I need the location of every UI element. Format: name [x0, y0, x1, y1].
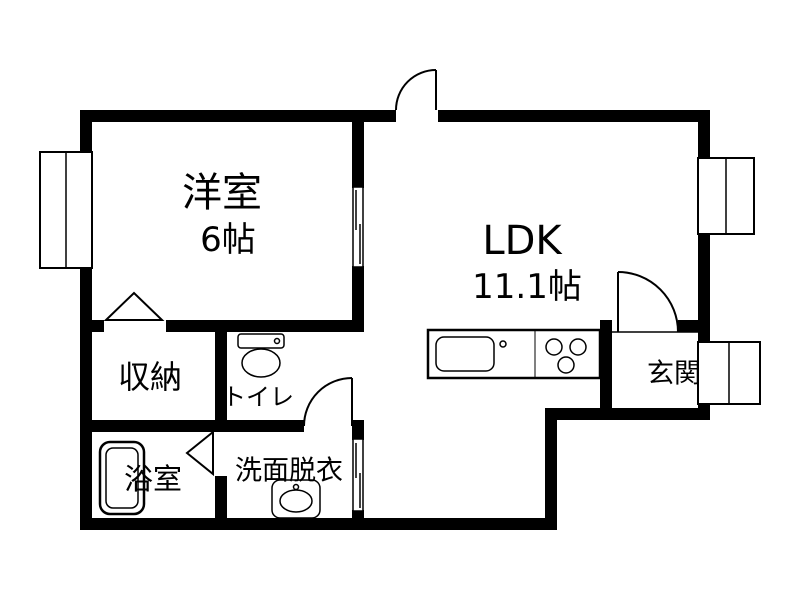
room-size-ldk: 11.1帖: [472, 267, 582, 307]
room-label-entrance: 玄関: [647, 359, 701, 390]
room-label-toilet: トイレ: [222, 383, 294, 411]
stove-burners-icon: [545, 338, 587, 374]
room-label-bathroom: 浴室: [124, 462, 182, 496]
washbasin-icon: [271, 479, 321, 519]
room-label-washroom: 洗面脱衣: [235, 456, 343, 487]
window-icon-left: [39, 151, 93, 269]
kitchen-sink-icon: [435, 336, 495, 372]
room-label-storage: 収納: [118, 358, 182, 396]
room-label-ldk: LDK: [482, 218, 563, 264]
toilet-icon: [237, 333, 285, 378]
room-labels: 洋室 6帖 LDK 11.1帖 収納 トイレ 玄関 浴室 洗面脱衣: [118, 170, 701, 496]
room-size-western: 6帖: [200, 220, 256, 260]
sliding-door-bedroom-icon: [352, 186, 364, 268]
folding-door-bath-icon: [185, 429, 214, 477]
door-arc-entrance: [617, 271, 679, 333]
walls: [80, 110, 710, 530]
sliding-door-washroom-icon: [352, 438, 364, 512]
window-icon-right-top: [697, 157, 755, 235]
door-arc-balcony: [395, 69, 437, 111]
window-icon-entrance: [697, 341, 761, 405]
room-label-western: 洋室: [182, 170, 262, 216]
door-arc-toilet: [303, 377, 353, 427]
bathtub-icon: [98, 440, 146, 516]
folding-door-closet-icon: [103, 291, 165, 321]
faucet-icon: [499, 340, 507, 348]
kitchen-counter: [426, 328, 602, 380]
